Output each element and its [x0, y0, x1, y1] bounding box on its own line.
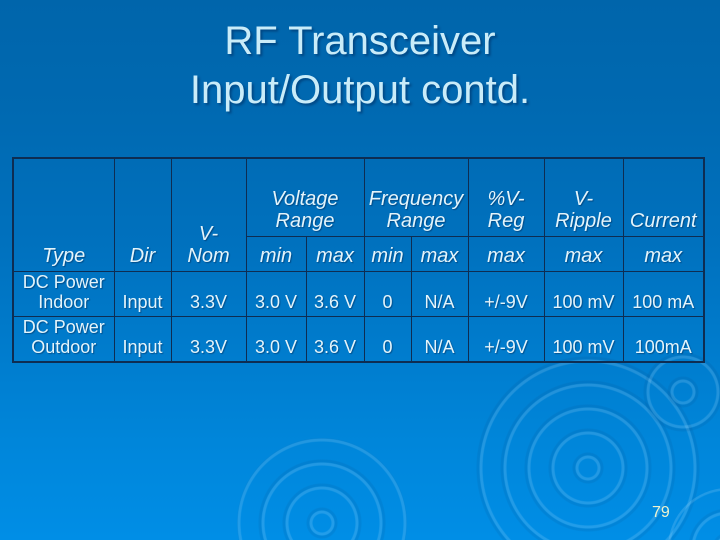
indoor-frequency-max-cell: N/A: [410, 270, 469, 317]
table-row-dc-power-outdoor: DC Power Outdoor Input 3.3V 3.0 V 3.6 V …: [12, 315, 705, 362]
header-vripple: V- Ripple: [543, 157, 624, 237]
subheader-voltage-max: max: [305, 235, 365, 272]
slide-title: RF Transceiver Input/Output contd.: [189, 19, 531, 112]
subheader-voltage-min: min: [245, 235, 307, 272]
indoor-dir-cell: Input: [113, 270, 172, 317]
outdoor-frequency-min-cell: 0: [363, 315, 412, 362]
subheader-frequency-max: max: [410, 235, 469, 272]
outdoor-vnom-cell: 3.3V: [170, 315, 247, 362]
subheader-vreg-max: max: [467, 235, 545, 272]
header-vreg: %V- Reg: [467, 157, 545, 237]
ripple-decoration-medium: [237, 438, 407, 540]
outdoor-current-cell: 100mA: [622, 315, 705, 362]
indoor-vripple-cell: 100 mV: [543, 270, 624, 317]
header-dir: Dir: [113, 157, 172, 272]
ripple-decoration-small: [643, 352, 720, 432]
outdoor-voltage-max-cell: 3.6 V: [305, 315, 365, 362]
outdoor-voltage-min-cell: 3.0 V: [245, 315, 307, 362]
subheader-vripple-max: max: [543, 235, 624, 272]
header-vnom: V- Nom: [170, 157, 247, 272]
indoor-type-cell: DC Power Indoor: [12, 270, 115, 317]
outdoor-vreg-cell: +/-9V: [467, 315, 545, 362]
indoor-frequency-min-cell: 0: [363, 270, 412, 317]
outdoor-vripple-cell: 100 mV: [543, 315, 624, 362]
indoor-voltage-max-cell: 3.6 V: [305, 270, 365, 317]
indoor-vreg-cell: +/-9V: [467, 270, 545, 317]
ripple-decoration-large: [473, 353, 703, 540]
io-spec-table: Type Dir V- Nom Voltage Range Frequency …: [12, 157, 705, 363]
outdoor-dir-cell: Input: [113, 315, 172, 362]
outdoor-type-cell: DC Power Outdoor: [12, 315, 115, 362]
header-voltage-range: Voltage Range: [245, 157, 365, 237]
header-current: Current: [622, 157, 705, 237]
outdoor-frequency-max-cell: N/A: [410, 315, 469, 362]
indoor-voltage-min-cell: 3.0 V: [245, 270, 307, 317]
subheader-current-max: max: [622, 235, 705, 272]
page-number: 79: [652, 504, 670, 521]
indoor-vnom-cell: 3.3V: [170, 270, 247, 317]
subheader-frequency-min: min: [363, 235, 412, 272]
header-frequency-range: Frequency Range: [363, 157, 469, 237]
header-type: Type: [12, 157, 115, 272]
indoor-current-cell: 100 mA: [622, 270, 705, 317]
table-row-dc-power-indoor: DC Power Indoor Input 3.3V 3.0 V 3.6 V 0…: [12, 270, 705, 317]
